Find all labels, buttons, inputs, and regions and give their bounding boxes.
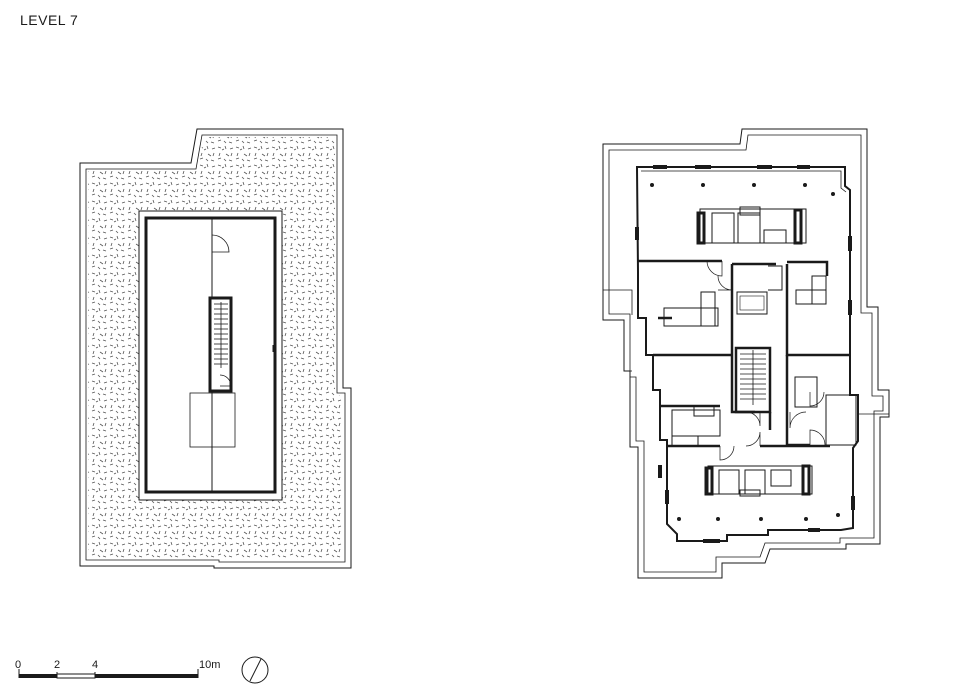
roof-parapet-inner: [85, 134, 346, 563]
scale-tick-0: 0: [15, 659, 22, 671]
scale-end-label: 10m: [199, 659, 221, 671]
roof-parapet-outline: [79, 128, 352, 569]
scale-bar-seg-2: [56, 673, 96, 679]
balcony-railing: [608, 134, 884, 573]
elevator-shaft: [736, 291, 768, 315]
roof-access-door: [211, 234, 230, 253]
roof-plan: [79, 128, 352, 569]
level7-plan: [602, 128, 890, 579]
roof-skylight: [189, 392, 236, 448]
core-stair-treads: [740, 350, 766, 405]
north-arrow-icon: [241, 656, 269, 684]
scale-tick-4: 4: [92, 659, 99, 671]
south-unit-furniture: [704, 464, 813, 497]
doors: [706, 260, 826, 461]
wall-core-right: [785, 264, 850, 357]
scale-bar-seg-1: [19, 674, 57, 678]
core-stair: [734, 346, 772, 414]
bathrooms: [663, 275, 857, 447]
roof-stair-treads: [214, 302, 228, 368]
drawing-title: LEVEL 7: [20, 12, 79, 28]
north-unit-furniture: [696, 206, 807, 245]
scale-bar: [18, 669, 199, 679]
roof-stair: [208, 296, 233, 393]
scale-bar-seg-3: [95, 674, 198, 678]
scale-tick-2: 2: [54, 659, 61, 671]
